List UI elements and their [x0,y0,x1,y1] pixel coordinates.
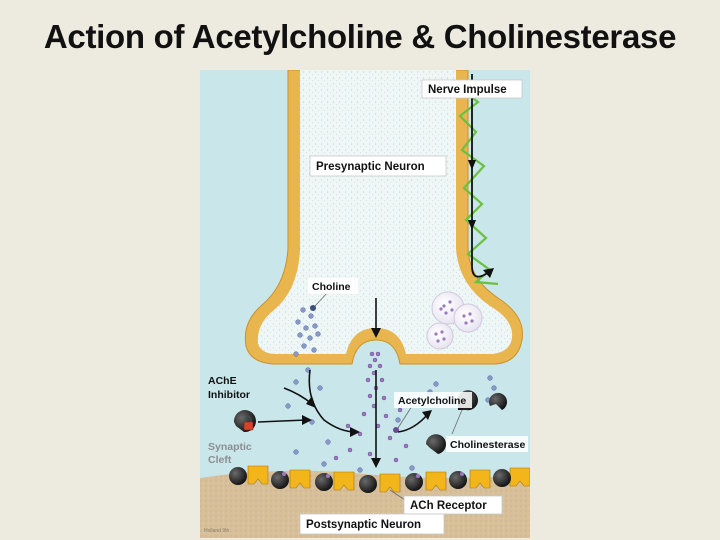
synaptic-vesicles [426,291,483,350]
nerve-impulse-arrow [471,74,493,278]
synapse-diagram: Nerve Impulse Presynaptic Neuron Choline… [200,70,530,538]
label-ache-inhibitor-line2: Inhibitor [208,389,250,401]
inhibitor-arrow [257,419,307,423]
credit-text: Holland 9th [204,528,230,534]
label-ache-inhibitor-line1: AChE [208,375,237,387]
label-acetylcholine: Acetylcholine [398,395,466,407]
label-nerve-impulse: Nerve Impulse [428,84,507,96]
synapse-svg: Nerve Impulse Presynaptic Neuron Choline… [200,70,530,538]
ach-receptors [229,465,530,493]
nerve-impulse-wave [458,89,499,286]
slide-title: Action of Acetylcholine & Cholinesterase [43,18,677,55]
lock-icon [243,416,254,431]
label-choline: Choline [312,281,351,293]
label-synaptic-cleft-line2: Cleft [208,454,232,466]
label-cholinesterase: Cholinesterase [450,439,525,451]
diffusion-arrow-left [308,369,357,433]
label-presynaptic-neuron: Presynaptic Neuron [316,161,425,173]
choline-molecules [285,307,497,473]
label-synaptic-cleft-line1: Synaptic [208,441,252,453]
label-postsynaptic-neuron: Postsynaptic Neuron [306,519,421,531]
label-ach-receptor: ACh Receptor [410,500,487,512]
